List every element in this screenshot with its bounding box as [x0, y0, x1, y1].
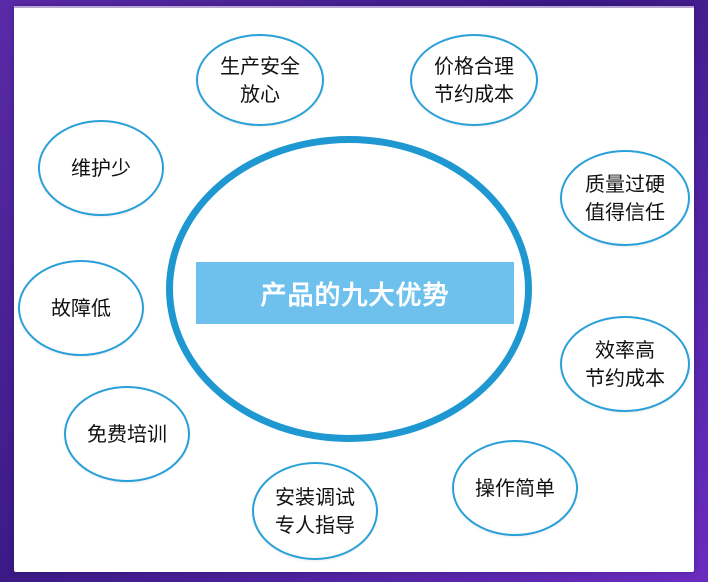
node-price: 价格合理 节约成本: [410, 34, 538, 126]
node-training-label: 免费培训: [87, 422, 167, 446]
node-fault: 故障低: [18, 260, 144, 356]
center-banner: 产品的九大优势: [196, 262, 514, 324]
node-operation: 操作简单: [452, 440, 578, 536]
node-quality: 质量过硬 值得信任: [560, 150, 690, 246]
top-divider: [14, 6, 694, 8]
node-fault-label: 故障低: [51, 296, 111, 320]
node-safe-label: 生产安全 放心: [220, 54, 300, 106]
node-install-label: 安装调试 专人指导: [275, 485, 355, 537]
node-install: 安装调试 专人指导: [252, 462, 378, 560]
node-efficiency-label: 效率高 节约成本: [585, 338, 665, 390]
node-efficiency: 效率高 节约成本: [560, 316, 690, 412]
node-safe: 生产安全 放心: [196, 34, 324, 126]
node-maintenance: 维护少: [38, 120, 164, 216]
node-quality-label: 质量过硬 值得信任: [585, 172, 665, 224]
node-operation-label: 操作简单: [475, 476, 555, 500]
node-maintenance-label: 维护少: [71, 156, 131, 180]
node-training: 免费培训: [64, 386, 190, 482]
center-circle: [166, 136, 532, 442]
node-price-label: 价格合理 节约成本: [434, 54, 514, 106]
